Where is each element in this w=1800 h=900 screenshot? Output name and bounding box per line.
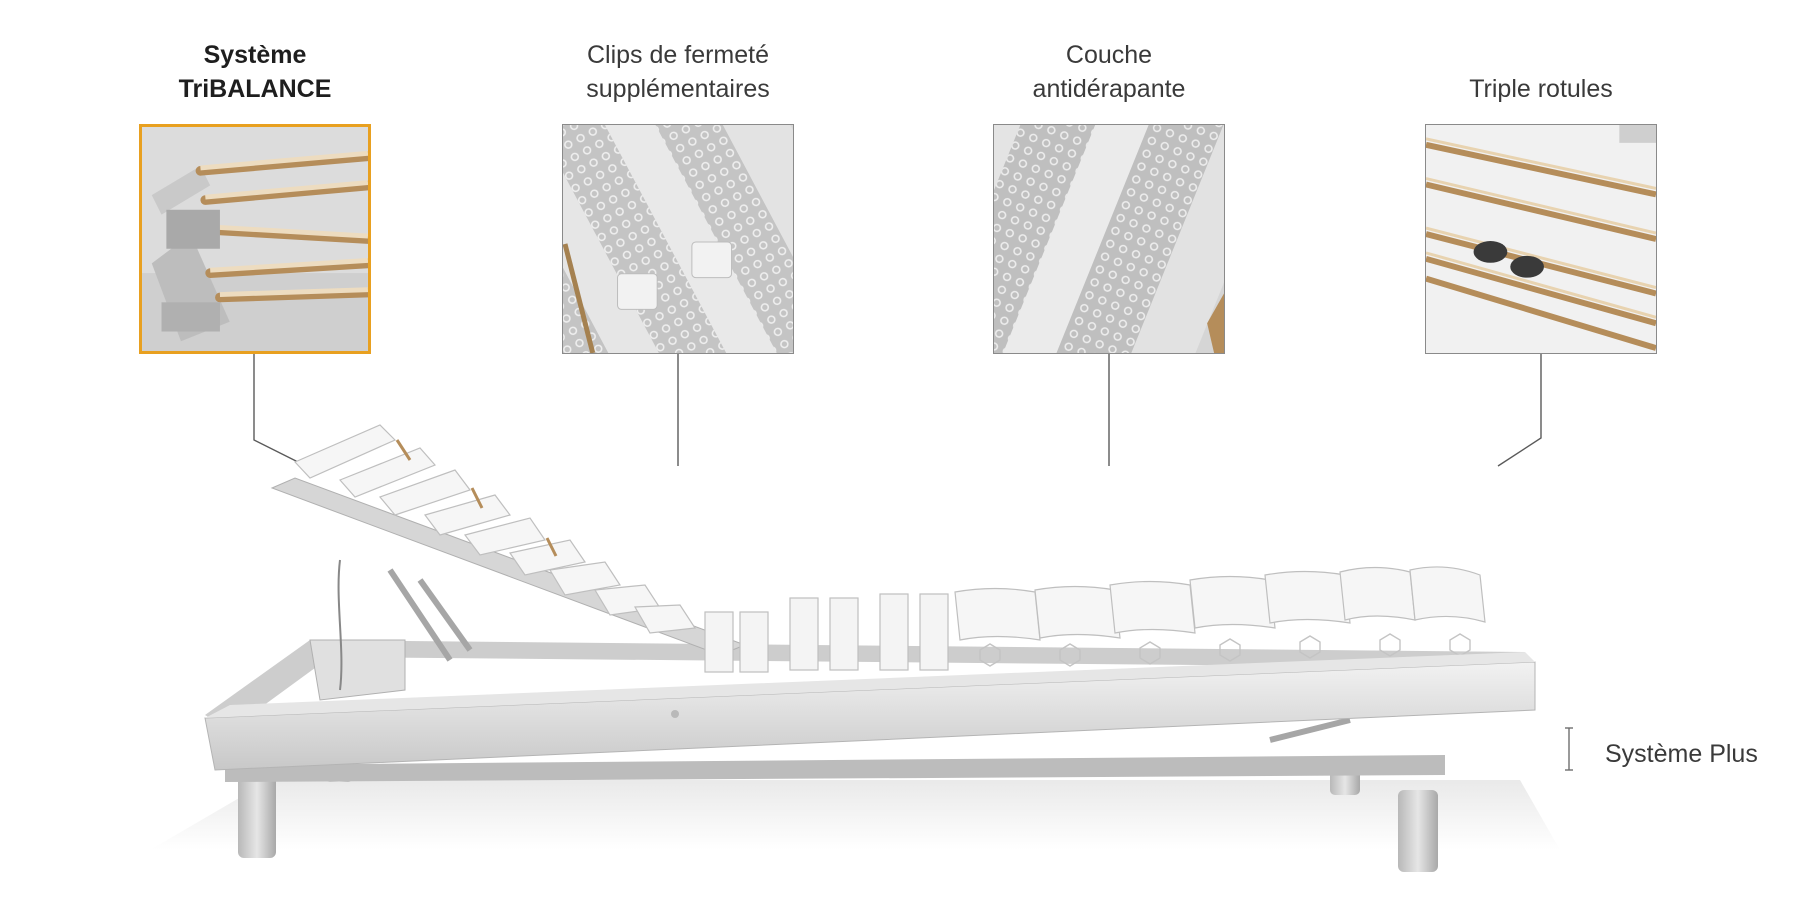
- feature-title-line: Couche: [1065, 41, 1153, 69]
- feature-title-line: Triple rotules: [1469, 75, 1613, 103]
- connector-tribalance: [253, 354, 301, 464]
- feature-title-tribalance: Système TriBALANCE: [139, 38, 371, 106]
- front-frame: [204, 661, 1536, 771]
- head-slat-wood-edges: [395, 439, 558, 557]
- motor-housing: [309, 639, 406, 701]
- anti-slip-layer-image: [994, 125, 1224, 353]
- leg: [238, 770, 276, 858]
- hexagon-suspension: [979, 633, 1471, 667]
- feature-title-line: antidérapante: [1032, 75, 1186, 103]
- lower-rail: [225, 755, 1445, 782]
- feature-title-line: Système: [203, 41, 307, 69]
- feature-title-firmness-clips: Clips de fermeté supplémentaires: [562, 38, 794, 106]
- feature-title-line: TriBALANCE: [178, 75, 332, 103]
- foot-slats: [954, 566, 1486, 641]
- frame-screw: [671, 710, 679, 718]
- feature-title-triple-joints: Triple rotules: [1425, 72, 1657, 106]
- firmness-clips-thumbnail[interactable]: [562, 124, 794, 354]
- back-frame: [205, 640, 1525, 730]
- triple-joints-image: [1426, 125, 1656, 353]
- motor-cable: [337, 559, 343, 691]
- front-frame-top: [205, 652, 1535, 718]
- tribalance-image: [142, 127, 368, 351]
- firmness-clips-image: [563, 125, 793, 353]
- leg: [1398, 790, 1438, 872]
- feature-title-line: supplémentaires: [586, 75, 770, 103]
- feature-title-line: Clips de fermeté: [586, 41, 770, 69]
- system-plus-label: Système Plus: [1605, 740, 1758, 768]
- head-slats: [293, 424, 697, 634]
- feature-title-anti-slip-layer: Couche antidérapante: [993, 38, 1225, 106]
- middle-slats: [704, 593, 949, 673]
- tribalance-thumbnail[interactable]: [139, 124, 371, 354]
- callout-connectors: [253, 354, 1542, 467]
- triple-joints-thumbnail[interactable]: [1425, 124, 1657, 354]
- anti-slip-layer-thumbnail[interactable]: [993, 124, 1225, 354]
- floor-shadow: [150, 780, 1560, 850]
- connector-triple-joints: [1497, 354, 1542, 467]
